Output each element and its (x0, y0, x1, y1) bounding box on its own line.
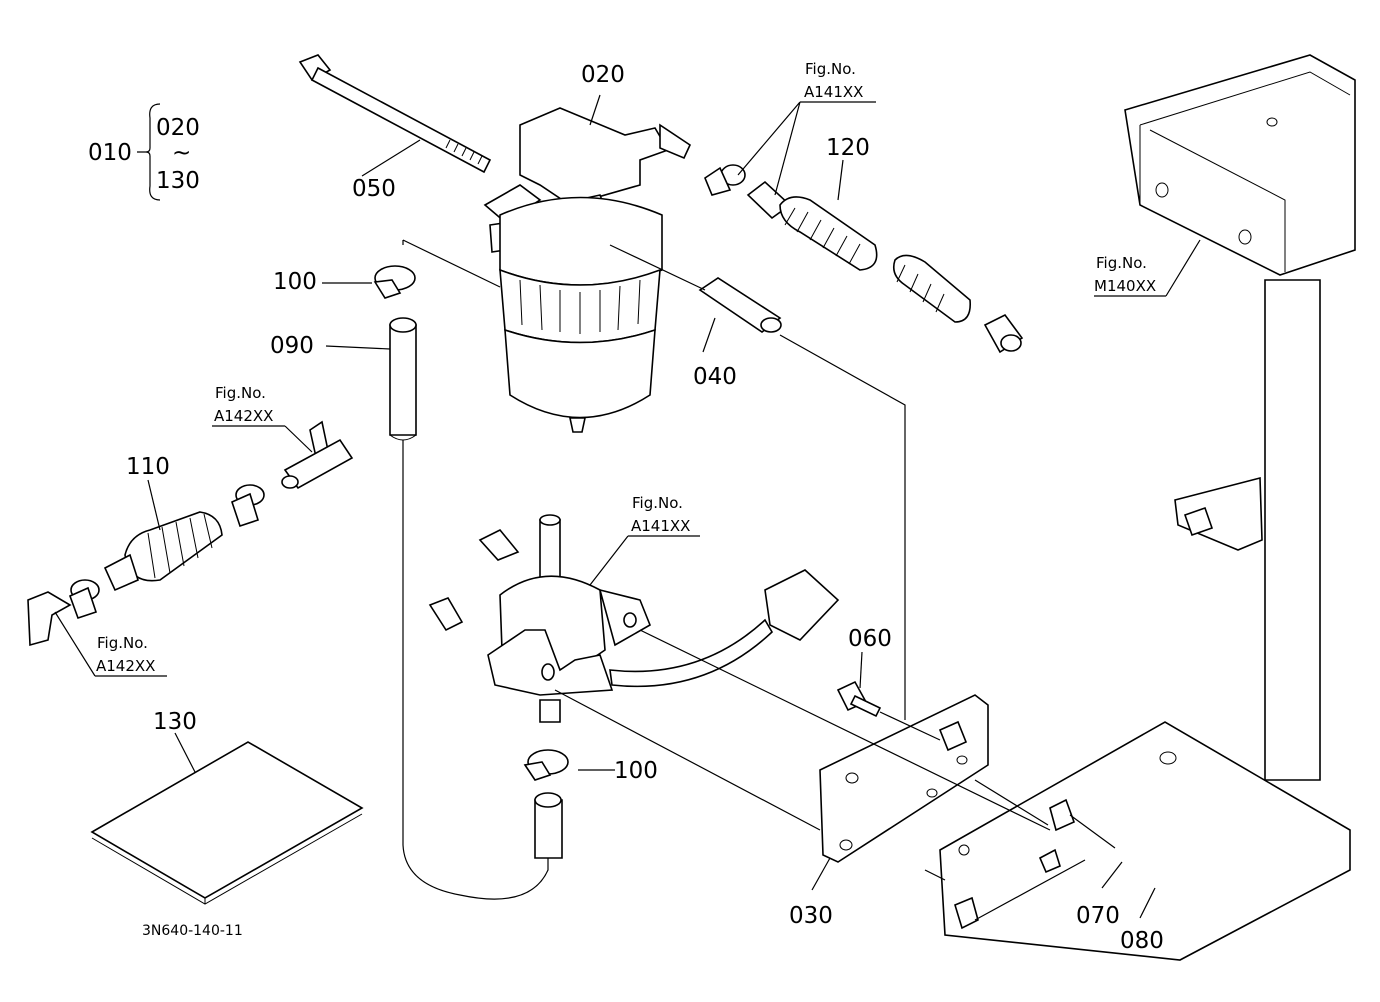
part-label-090: 090 (270, 333, 314, 359)
fig-ref-title: Fig.No. (97, 634, 148, 652)
part-label-040: 040 (693, 364, 737, 390)
fig-ref-title: Fig.No. (215, 384, 266, 402)
machine-frame (939, 54, 1356, 961)
fig-ref-title: Fig.No. (632, 494, 683, 512)
fig-ref-number: M140XX (1094, 277, 1156, 295)
hose-040 (698, 277, 782, 333)
part-labels: 020 050 120 100 090 040 110 060 100 130 … (126, 62, 1164, 954)
fig-ref-number: A141XX (804, 83, 863, 101)
fuel-pump (428, 514, 840, 723)
hose-assembly-110 (27, 420, 354, 647)
figure-refs: Fig.No. A141XX Fig.No. M140XX Fig.No. A1… (96, 60, 1156, 675)
clamp-100-upper (373, 265, 416, 299)
assembly-range-end: 130 (156, 168, 200, 194)
long-bolt-050 (298, 54, 492, 174)
part-label-080: 080 (1120, 928, 1164, 954)
part-label-110: 110 (126, 454, 170, 480)
part-label-020: 020 (581, 62, 625, 88)
part-label-100-upper: 100 (273, 269, 317, 295)
fig-ref-number: A142XX (214, 407, 273, 425)
assembly-range-start: 020 (156, 115, 200, 141)
fig-ref-title: Fig.No. (1096, 254, 1147, 272)
fig-ref-number: A141XX (631, 517, 690, 535)
part-label-130: 130 (153, 709, 197, 735)
fuel-filter-020 (483, 107, 692, 433)
part-label-050: 050 (352, 176, 396, 202)
fig-ref-number: A142XX (96, 657, 155, 675)
figure-ref-leaders (54, 101, 1201, 677)
bracket-plate-030 (819, 694, 989, 863)
part-label-060: 060 (848, 626, 892, 652)
leader-lines (147, 94, 1156, 921)
bolt-060 (836, 680, 882, 718)
hose-assembly-120 (704, 164, 1024, 354)
assembly-code: 010 (88, 140, 132, 166)
clamp-100-lower (523, 749, 569, 859)
hose-090 (389, 317, 417, 441)
fig-ref-title: Fig.No. (805, 60, 856, 78)
manual-130 (90, 741, 364, 905)
drawing-code: 3N640-140-11 (142, 923, 243, 939)
part-label-070: 070 (1076, 903, 1120, 929)
part-label-120: 120 (826, 135, 870, 161)
assembly-range-sep: ~ (172, 140, 191, 166)
assembly-bracket: 010 020 ~ 130 (88, 103, 200, 201)
part-label-030: 030 (789, 903, 833, 929)
part-label-100-lower: 100 (614, 758, 658, 784)
